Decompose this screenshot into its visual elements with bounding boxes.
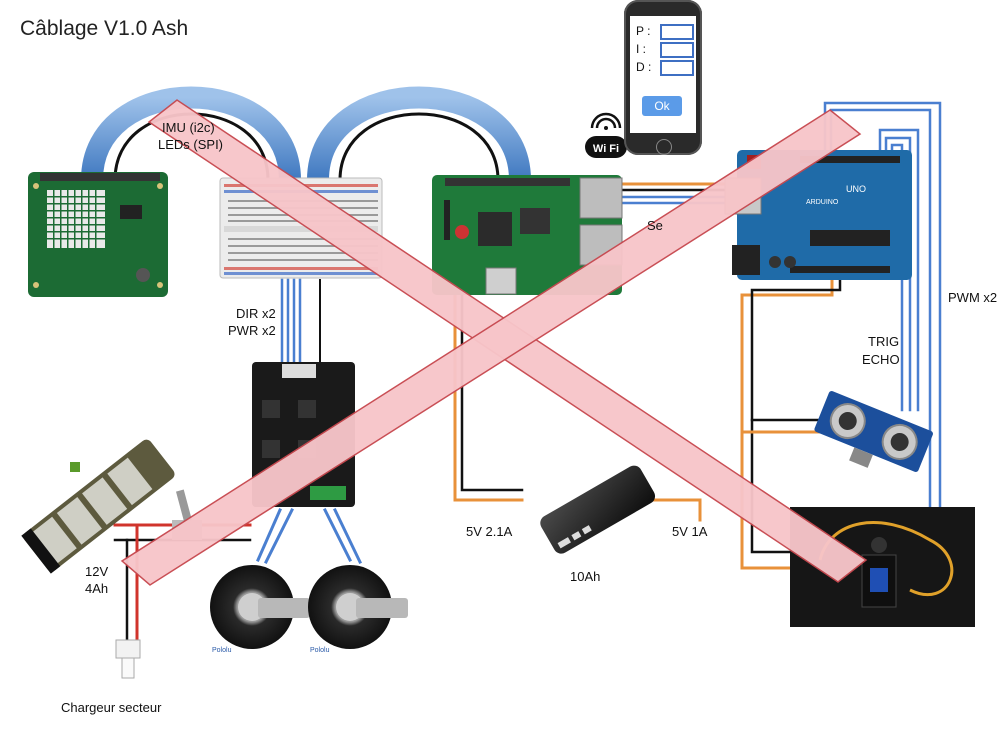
wifi-icon: Wi Fi <box>585 112 627 158</box>
pololu-label-1: Pololu <box>212 647 232 654</box>
phone-screen: P : I : D : Ok <box>630 16 696 133</box>
imu-label: IMU (i2c) <box>162 120 215 135</box>
pid-d-input[interactable] <box>660 60 694 76</box>
phone-home-button <box>656 139 672 155</box>
charger-plug <box>115 639 141 679</box>
pid-p-label: P : <box>636 24 651 38</box>
battery-voltage-label: 12V <box>85 564 109 579</box>
motor-wheel-2: Pololu <box>308 565 408 654</box>
power-5v-1a-label: 5V 1A <box>672 524 708 539</box>
ok-button[interactable]: Ok <box>642 96 682 116</box>
battery-capacity-label: 4Ah <box>85 581 109 596</box>
echo-label: ECHO <box>862 352 900 367</box>
motor-wheel-1: Pololu <box>210 565 310 654</box>
ultrasonic-sensor <box>814 391 933 472</box>
powerbank-capacity-label: 10Ah <box>570 569 601 584</box>
pololu-label-2: Pololu <box>310 647 330 654</box>
pwm-label: PWM x2 <box>948 290 998 305</box>
pid-p-input[interactable] <box>660 24 694 40</box>
serial-label: Se <box>647 218 663 233</box>
arduino-label: ARDUINO <box>806 199 839 206</box>
servo-photo <box>790 507 975 627</box>
page-title: Câblage V1.0 Ash <box>20 17 189 40</box>
phone-app-mockup: P : I : D : Ok <box>624 0 702 155</box>
trig-label: TRIG <box>868 334 900 349</box>
pid-d-label: D : <box>636 60 652 74</box>
power-5v-21a-label: 5V 2.1A <box>466 524 513 539</box>
pwr-label: PWR x2 <box>228 323 276 338</box>
dir-label: DIR x2 <box>236 306 276 321</box>
crossed-out-mark <box>120 99 868 586</box>
pid-i-input[interactable] <box>660 42 694 58</box>
power-bank <box>540 465 656 554</box>
sense-hat-board <box>28 172 168 297</box>
battery-pack <box>21 439 175 574</box>
wifi-label: Wi Fi <box>593 143 619 155</box>
leds-label: LEDs (SPI) <box>158 137 224 152</box>
charger-label: Chargeur secteur <box>61 700 162 715</box>
connector-arc-right <box>307 86 531 181</box>
pid-i-label: I : <box>636 42 647 56</box>
arduino-uno-label: UNO <box>846 184 866 194</box>
raspberry-pi-board <box>432 175 623 295</box>
